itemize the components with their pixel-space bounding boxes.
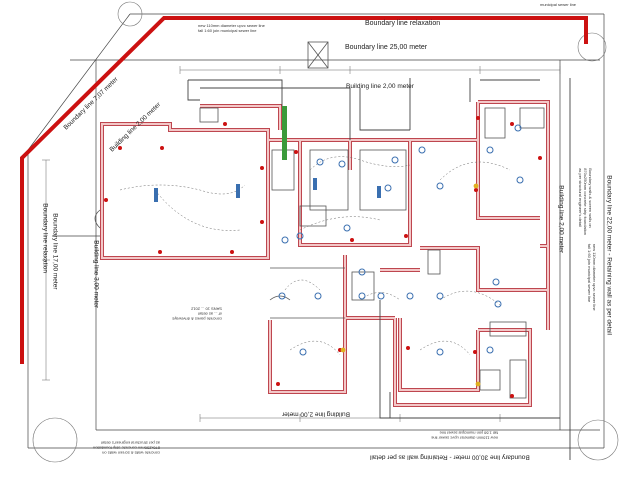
boundary-line <box>20 16 588 364</box>
switch-wiring <box>119 156 511 356</box>
bottom-left-note: concrete walls & screen walls on 870x250… <box>93 440 160 456</box>
right-walls-note: Boundary walls & screen walls on 870x250… <box>578 168 594 236</box>
boundary-left-17-label: Boundary line 17,00 meter <box>51 213 59 290</box>
downlights <box>278 124 524 356</box>
boundary-bottom-label: Boundary line 30,00 meter - Retaining wa… <box>370 453 530 461</box>
site-lines <box>27 13 605 449</box>
door-green <box>282 106 287 160</box>
light-fittings <box>154 178 381 202</box>
building-top-label: Building line 2,00 meter <box>346 83 414 90</box>
bottom-sewer-note: new 110mm diameter upvc sewer line fall … <box>431 430 498 441</box>
boundary-right-label: Boundary line 22,00 meter - Retaining wa… <box>605 175 613 335</box>
garage-slab-note: concrete paves & driveways of ... as det… <box>172 306 222 322</box>
boundary-left-label: Boundary line relaxation <box>41 203 49 273</box>
boundary-top-label: Boundary line relaxation <box>365 20 441 27</box>
top-sewer-note: new 110mm diameter upvc sewer line fall … <box>198 23 265 33</box>
electrical-wiring <box>187 78 571 460</box>
boundary-25-label: Boundary line 25,00 meter <box>345 44 428 51</box>
top-right-note: municipal sewer line <box>540 2 577 7</box>
building-right-label: Building line 2,00 meter <box>557 185 565 254</box>
right-sewer-note: new 110mm diameter upvc sewer line fall … <box>587 243 597 311</box>
partitions <box>94 41 545 399</box>
building-left-label: Building line 3,00 meter <box>92 240 100 309</box>
switch-symbols <box>340 183 481 387</box>
building-bottom-label: Building line 2,00 meter <box>282 410 350 418</box>
corner-markers <box>32 1 619 463</box>
walls <box>100 100 550 407</box>
wall-inner <box>101 101 549 406</box>
